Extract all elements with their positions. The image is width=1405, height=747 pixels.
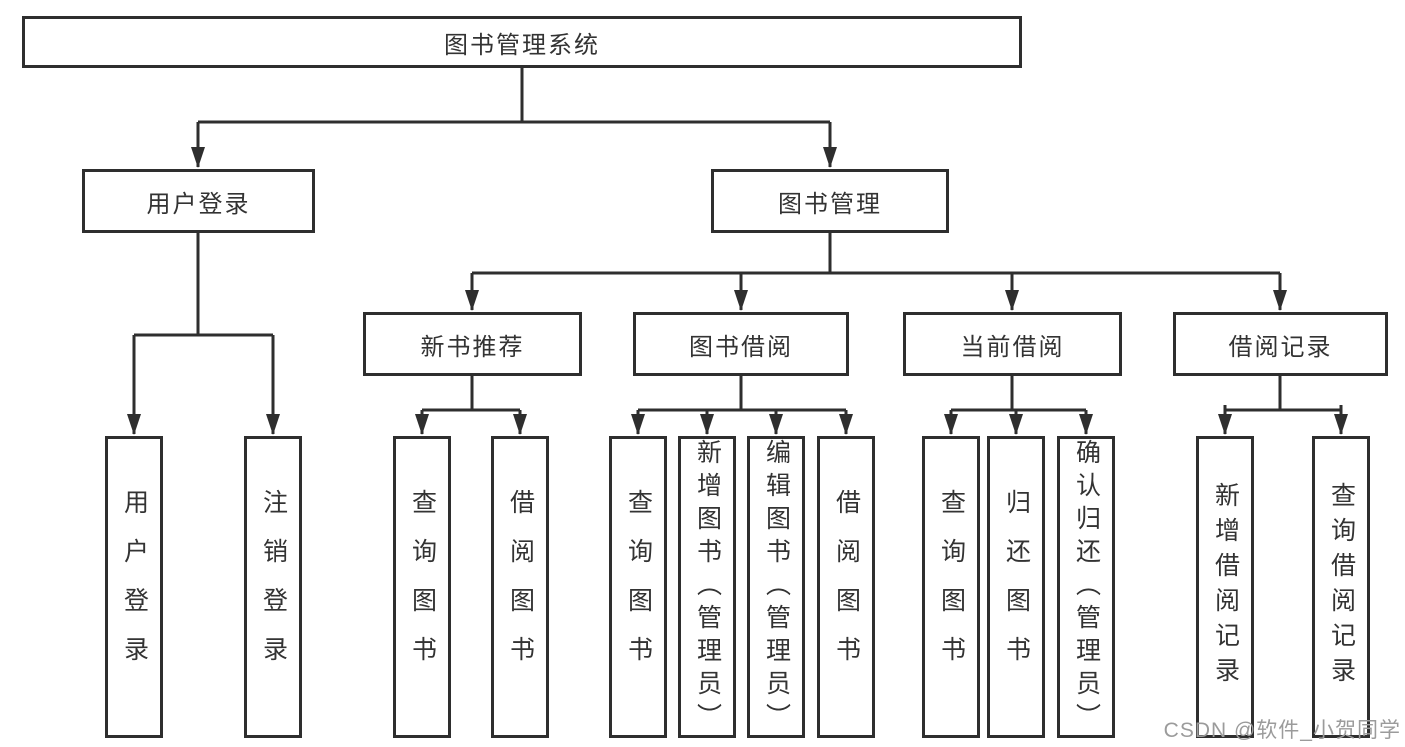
node-current-query-books: 查询图书 — [922, 436, 980, 738]
node-borrowing-records: 借阅记录 — [1173, 312, 1388, 376]
node-logout-action: 注销登录 — [244, 436, 302, 738]
node-user-login: 用户登录 — [82, 169, 315, 233]
node-borrowing-query-books: 查询图书 — [609, 436, 667, 738]
node-recommend-borrow-books: 借阅图书 — [491, 436, 549, 738]
connector-arrows — [127, 122, 1348, 435]
node-new-book-recommendation: 新书推荐 — [363, 312, 582, 376]
node-user-login-action: 用户登录 — [105, 436, 163, 738]
connector-trunks — [134, 68, 1341, 412]
node-add-books-admin: 新增图书（管理员） — [678, 436, 736, 738]
node-library-management-system: 图书管理系统 — [22, 16, 1022, 68]
node-add-borrow-record: 新增借阅记录 — [1196, 436, 1254, 738]
node-return-books: 归还图书 — [987, 436, 1045, 738]
node-confirm-return-admin: 确认归还（管理员） — [1057, 436, 1115, 738]
csdn-watermark: CSDN @软件_小贺同学 — [1163, 719, 1401, 742]
node-book-borrowing: 图书借阅 — [633, 312, 849, 376]
node-borrow-books: 借阅图书 — [817, 436, 875, 738]
node-book-management: 图书管理 — [711, 169, 949, 233]
node-current-borrowing: 当前借阅 — [903, 312, 1122, 376]
node-edit-books-admin: 编辑图书（管理员） — [747, 436, 805, 738]
node-recommend-query-books: 查询图书 — [393, 436, 451, 738]
node-query-borrow-record: 查询借阅记录 — [1312, 436, 1370, 738]
